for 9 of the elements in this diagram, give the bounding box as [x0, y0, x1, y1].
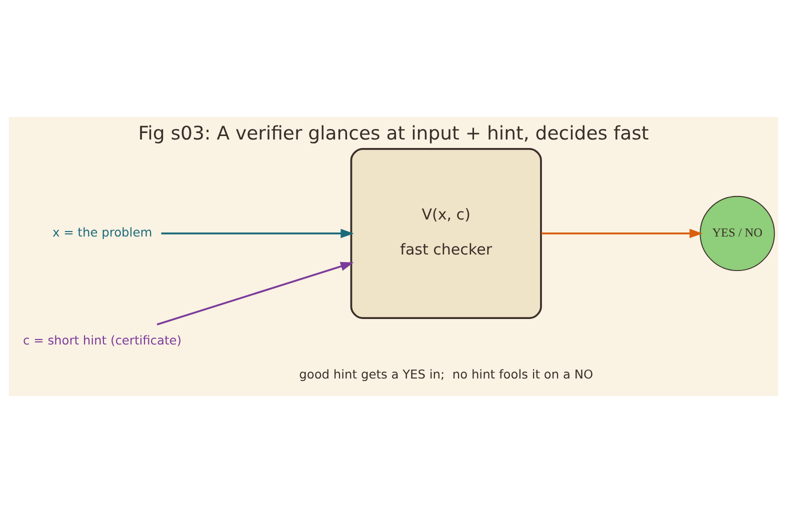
node-text: c = short hint (certificate) [23, 333, 182, 348]
node-text: x = the problem [52, 225, 152, 240]
node-box: V(x, c) fast checker [350, 148, 542, 318]
label: good hint gets a YES in; no hint fools it on a NO [299, 367, 594, 382]
arrow [541, 228, 703, 238]
diagram-title: Fig s03: A verifier glances at input + hint, decides fast [138, 123, 649, 144]
node-circle: YES / NO [700, 195, 775, 271]
arrow [161, 228, 354, 238]
arrow [156, 261, 354, 325]
